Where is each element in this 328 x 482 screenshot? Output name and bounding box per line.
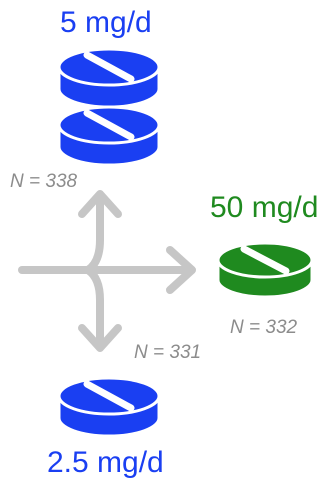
arrow-right-head — [166, 246, 196, 294]
arrow-down-head — [78, 324, 122, 352]
pill-icon — [57, 105, 161, 167]
three-way-split-arrow-icon — [18, 190, 196, 352]
n-label-top: N = 338 — [10, 171, 78, 192]
pill-icon — [216, 241, 314, 299]
dose-label-bottom: 2.5 mg/d — [47, 446, 164, 479]
n-label-bottom: N = 331 — [134, 342, 202, 363]
branch-down-line — [84, 266, 104, 350]
arrow-up-head — [78, 190, 122, 218]
dose-label-top: 5 mg/d — [60, 6, 152, 39]
pill-icon — [57, 47, 161, 109]
n-label-right: N = 332 — [230, 317, 298, 338]
dose-label-right: 50 mg/d — [210, 191, 319, 224]
pill-icon — [57, 376, 161, 438]
